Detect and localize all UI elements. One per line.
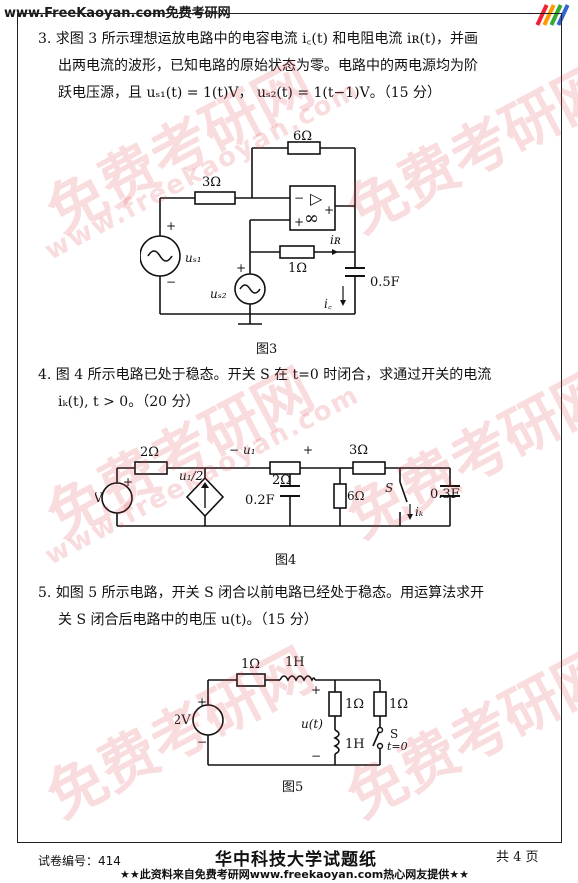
label-1h-shunt: 1H (345, 737, 365, 752)
label-switch-s: S (390, 727, 398, 741)
source-plus: + (197, 695, 207, 709)
figure-4-caption: 图4 (275, 553, 297, 568)
label-0.5F: 0.5F (370, 275, 400, 290)
figure-5-circuit: 1Ω 1H 1Ω 1H 1Ω 2V u(t) S t=0 + − + − (175, 655, 408, 766)
footer-strip: ★★此资料来自免费考研网www.freekaoyan.com热心网友提供★★ (120, 868, 469, 881)
label-1h-series: 1H (285, 655, 305, 670)
figure-3-caption: 图3 (256, 342, 278, 357)
resistor-2ohm-a (134, 461, 168, 475)
label-us2: uₛ₂ (210, 287, 227, 301)
exam-code: 试卷编号：414 (38, 854, 121, 868)
label-t0: t=0 (387, 740, 408, 753)
u1-minus: − (229, 443, 239, 457)
label-3ohm: 3Ω (349, 443, 368, 458)
question-3-line-2: 出两电流的波形，已知电路的原始状态为零。电路中的两电源均为阶 (58, 58, 478, 74)
resistor-1ohm (279, 245, 315, 259)
label-u-t: u(t) (301, 717, 323, 731)
label-6ohm: 6Ω (347, 489, 365, 503)
us1-plus: + (166, 219, 176, 233)
label-2ohm-b: 2Ω (272, 473, 291, 488)
resistor-6ohm (287, 141, 321, 155)
opamp-out-plus: + (324, 203, 334, 217)
question-4-line-2: iₖ(t), t > 0。（20 分） (58, 394, 200, 410)
resistor-6ohm (333, 483, 347, 509)
page-frame (17, 13, 562, 843)
label-1ohm-switch: 1Ω (389, 697, 408, 712)
label-1ohm-series: 1Ω (241, 657, 260, 672)
resistor-1ohm-shunt (328, 691, 342, 717)
question-3: 3. 求图 3 所示理想运放电路中的电容电流 i꜀(t) 和电阻电流 iʀ(t)… (38, 26, 558, 107)
source-minus: − (197, 735, 207, 749)
u-plus: + (311, 683, 321, 697)
label-1ohm-shunt: 1Ω (345, 697, 364, 712)
page-count: 共 4 页 (496, 850, 539, 865)
footer-title: 华中科技大学试题纸 (215, 850, 377, 870)
opamp-minus: − (294, 191, 304, 205)
resistor-3ohm (352, 461, 386, 475)
label-12v: 12V (95, 491, 104, 506)
question-5-line-1: 5. 如图 5 所示电路，开关 S 闭合以前电路已经处于稳态。用运算法求开 (38, 585, 485, 601)
label-ik: iₖ (415, 505, 424, 519)
opamp-box (289, 185, 336, 231)
resistor-1ohm-series (236, 673, 266, 687)
resistor-3ohm (194, 191, 236, 205)
figure-3-circuit: 3Ω 6Ω 1Ω 0.5F uₛ₁ uₛ₂ iʀ i꜀ + − + − + ▷ … (140, 129, 400, 325)
site-logo-icon (535, 4, 570, 26)
label-ir: iʀ (330, 233, 341, 247)
label-u1-dep: u₁/2 (179, 469, 203, 483)
label-ic: i꜀ (324, 297, 333, 311)
label-us1: uₛ₁ (185, 251, 202, 265)
label-u1: u₁ (243, 443, 256, 457)
opamp-plus: + (294, 215, 304, 229)
label-0.2F: 0.2F (245, 493, 275, 508)
voltage-source-2v (192, 704, 224, 736)
figure-5-caption: 图5 (282, 780, 304, 795)
figure-4-circuit: 2Ω 2Ω 3Ω 6Ω 0.2F 0.3F 12V u₁/2 u₁ S iₖ +… (95, 443, 460, 527)
us1-minus: − (166, 275, 176, 289)
question-3-line-1: 3. 求图 3 所示理想运放电路中的电容电流 i꜀(t) 和电阻电流 iʀ(t)… (38, 31, 478, 47)
u1-plus: + (303, 443, 313, 457)
label-6ohm: 6Ω (293, 129, 312, 144)
u-minus: − (311, 749, 321, 763)
question-3-line-3: 跃电压源，且 uₛ₁(t) = 1(t)V， uₛ₂(t) = 1(t−1)V。… (58, 85, 441, 101)
us2-plus: + (236, 261, 246, 275)
question-5: 5. 如图 5 所示电路，开关 S 闭合以前电路已经处于稳态。用运算法求开 关 … (38, 580, 558, 634)
label-1ohm: 1Ω (288, 261, 307, 276)
question-5-line-2: 关 S 闭合后电路中的电压 u(t)。（15 分） (58, 612, 318, 628)
resistor-2ohm-b (269, 461, 301, 475)
question-4-line-1: 4. 图 4 所示电路已处于稳态。开关 S 在 t=0 时闭合，求通过开关的电流 (38, 367, 492, 383)
opamp-infinity: ∞ (304, 208, 319, 229)
label-2v: 2V (175, 713, 191, 728)
opamp-triangle-icon: ▷ (310, 189, 323, 208)
label-0.3F: 0.3F (430, 487, 460, 502)
source-plus: + (123, 475, 133, 489)
question-4: 4. 图 4 所示电路已处于稳态。开关 S 在 t=0 时闭合，求通过开关的电流… (38, 362, 558, 416)
label-2ohm-a: 2Ω (140, 445, 159, 460)
label-switch-s: S (385, 481, 393, 495)
resistor-1ohm-switch (373, 691, 387, 717)
voltage-source-12v (101, 482, 133, 514)
label-3ohm: 3Ω (202, 175, 221, 190)
